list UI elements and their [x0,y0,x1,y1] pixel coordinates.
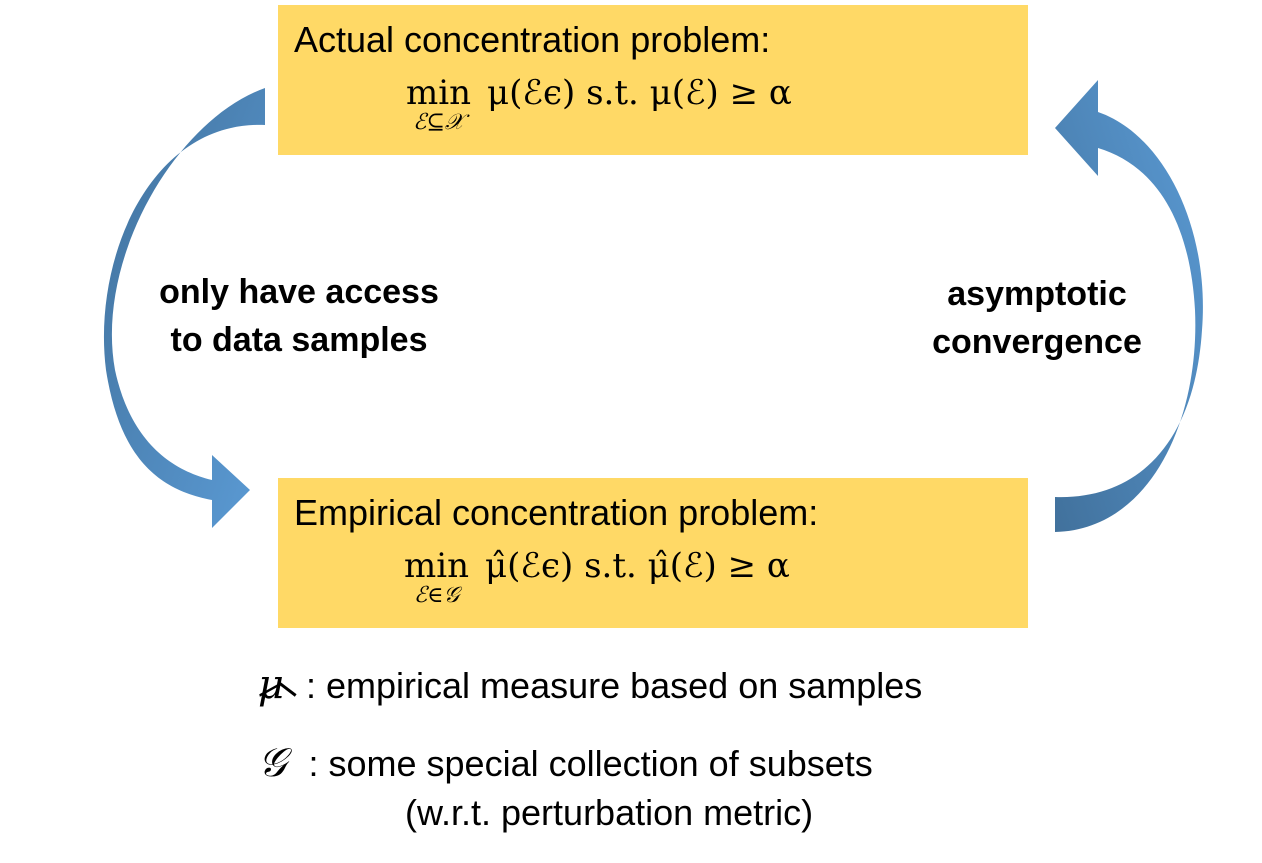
empirical-problem-formula: min ℰ∈𝒢 μ̂(ℰϵ) s.t. μ̂(ℰ) ≥ α [404,548,790,608]
left-arrow-label: only have access to data samples [125,268,473,364]
objective-constraint: μ̂(ℰϵ) s.t. μ̂(ℰ) ≥ α [485,546,790,586]
left-label-line2: to data samples [170,321,428,359]
right-arrow-label: asymptotic convergence [905,270,1169,366]
min-label: min [404,546,470,586]
g-symbol: 𝒢 [258,740,287,786]
right-label-line1: asymptotic [947,275,1127,313]
legend-mu-hat: ︿ μ : empirical measure based on samples [258,658,923,708]
left-curved-arrow [103,88,265,528]
legend-g: 𝒢 : some special collection of subsets [258,740,873,786]
actual-problem-title: Actual concentration problem: [294,19,771,60]
g-note: (w.r.t. perturbation metric) [405,792,814,833]
empirical-problem-title: Empirical concentration problem: [294,492,819,533]
min-operator: min ℰ⊆𝒳 [406,75,471,135]
min-label: min [406,73,472,113]
actual-problem-formula: min ℰ⊆𝒳 μ(ℰϵ) s.t. μ(ℰ) ≥ α [406,75,792,135]
empirical-problem-box: Empirical concentration problem: min ℰ∈𝒢… [278,478,1028,628]
mu-hat-symbol: ︿ μ [258,658,298,708]
actual-problem-box: Actual concentration problem: min ℰ⊆𝒳 μ(… [278,5,1028,155]
min-subscript: ℰ∈𝒢 [413,583,460,608]
hat-accent: ︿ [258,658,298,704]
right-curved-arrow [1055,80,1203,532]
right-label-line2: convergence [932,323,1142,361]
left-label-line1: only have access [159,273,439,311]
g-definition: : some special collection of subsets [308,743,873,784]
min-subscript: ℰ⊆𝒳 [413,110,464,135]
min-operator: min ℰ∈𝒢 [404,548,469,608]
objective-constraint: μ(ℰϵ) s.t. μ(ℰ) ≥ α [487,73,792,113]
mu-hat-definition: : empirical measure based on samples [306,665,923,706]
